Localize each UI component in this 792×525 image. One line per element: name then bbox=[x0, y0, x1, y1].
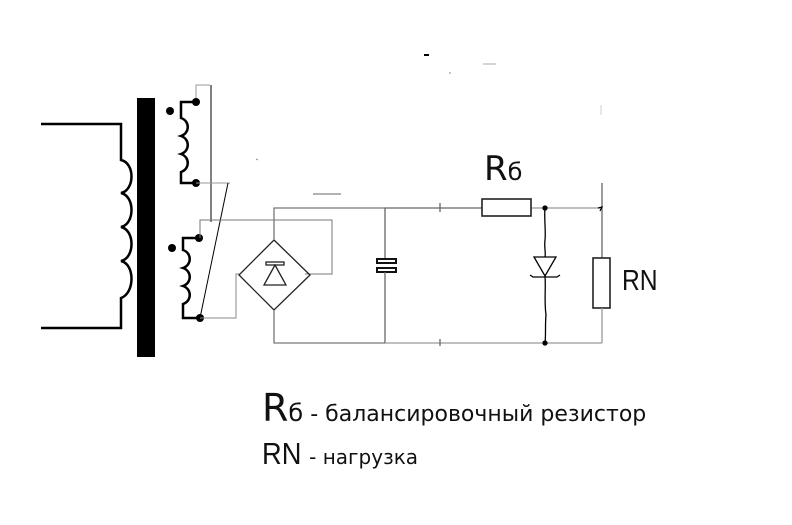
transformer-secondary-winding-1 bbox=[177, 100, 196, 185]
load-resistor-rn bbox=[592, 183, 611, 343]
legend-symbol-subscript: б bbox=[288, 399, 304, 427]
terminal-dot bbox=[195, 234, 203, 242]
diode-bridge bbox=[238, 239, 311, 311]
stray-marks bbox=[255, 54, 602, 195]
winding-interconnect bbox=[195, 84, 333, 319]
dc-bus bbox=[385, 203, 602, 346]
transformer-secondary-winding-2 bbox=[179, 236, 200, 320]
legend-symbol: RN bbox=[262, 436, 302, 471]
balance-resistor-label: Rб bbox=[484, 149, 523, 189]
terminal-dot bbox=[192, 98, 200, 106]
legend-item-balance-resistor: Rб - балансировочный резистор bbox=[262, 388, 646, 428]
balance-resistor-rb bbox=[481, 198, 532, 217]
polarity-dot-2 bbox=[168, 244, 176, 252]
polarity-dot-1 bbox=[166, 107, 174, 115]
zener-diode bbox=[529, 205, 561, 346]
legend-text: - нагрузка bbox=[302, 445, 419, 469]
legend-symbol: R bbox=[262, 386, 289, 430]
transformer-primary-winding bbox=[41, 122, 133, 330]
legend-item-load: RN - нагрузка bbox=[262, 436, 418, 472]
legend-text: - балансировочный резистор bbox=[303, 402, 647, 427]
load-resistor-label: RN bbox=[622, 265, 658, 297]
filter-capacitor bbox=[376, 208, 397, 343]
bridge-wiring bbox=[273, 207, 385, 344]
transformer-core bbox=[137, 98, 155, 357]
